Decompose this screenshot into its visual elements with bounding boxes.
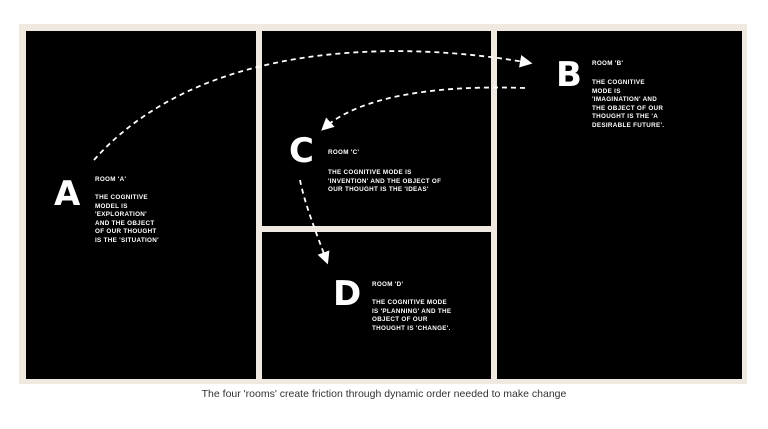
room-d-panel [262,232,491,379]
room-a-title: ROOM 'A' [95,176,127,183]
room-b-description: THE COGNITIVE MODE IS 'IMAGINATION' AND … [592,79,665,129]
room-c-panel [262,31,491,226]
room-b-panel [497,31,742,379]
room-c-letter: C [289,131,314,171]
room-c-title: ROOM 'C' [328,149,360,156]
room-a-panel [26,31,256,379]
room-d-title: ROOM 'D' [372,281,404,288]
room-b-letter: B [556,55,582,95]
arrow-c-to-d [299,179,330,265]
arrow-a-to-b [93,50,533,161]
room-d-letter: D [333,274,362,314]
room-b-title: ROOM 'B' [592,60,624,67]
room-a-letter: A [54,174,81,214]
room-c-description: THE COGNITIVE MODE IS 'INVENTION' AND TH… [328,169,442,194]
figure-caption: The four 'rooms' create friction through… [201,388,567,400]
room-d-description: THE COGNITIVE MODE IS 'PLANNING' AND THE… [372,299,452,332]
arrow-b-to-c [321,86,526,131]
room-a-description: THE COGNITIVE MODEL IS 'EXPLORATION' AND… [95,194,159,244]
